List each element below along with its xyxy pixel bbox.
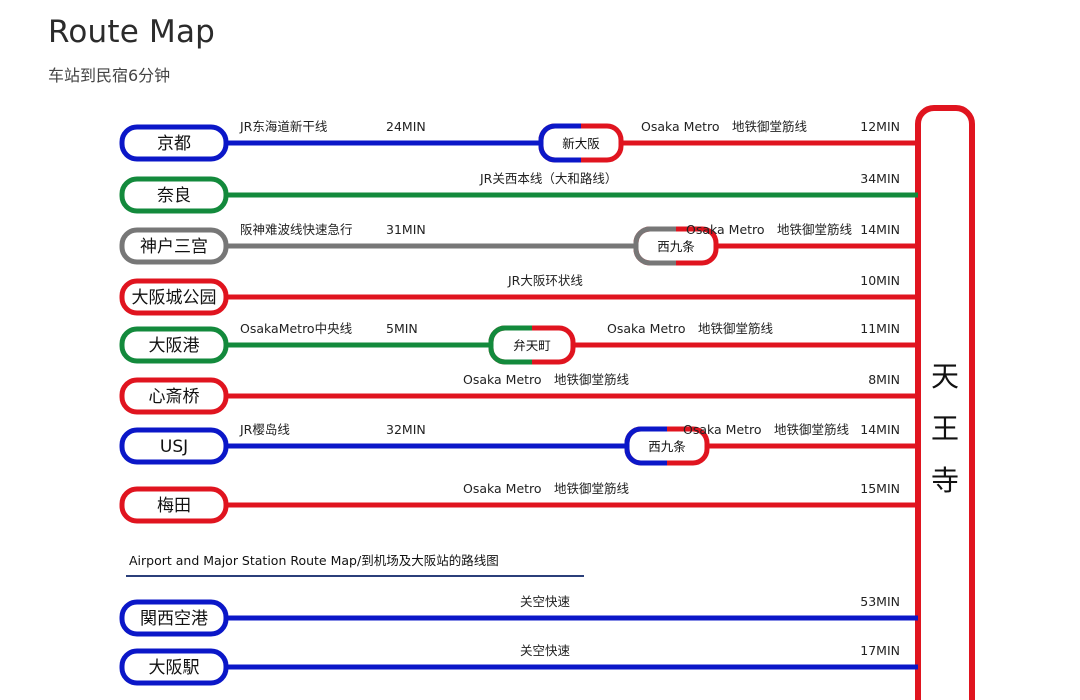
terminal-station-char: 王 xyxy=(931,412,959,445)
page-title: Route Map xyxy=(48,14,216,50)
route-row xyxy=(119,486,918,524)
section-heading: Airport and Major Station Route Map/到机场及… xyxy=(129,553,499,568)
transfer-station-border-left xyxy=(633,226,676,266)
route-row xyxy=(119,278,918,316)
origin-station-pill xyxy=(119,278,229,316)
route-row xyxy=(119,123,918,163)
origin-station-label: 心斎桥 xyxy=(149,387,200,407)
line-name-label: JR东海道新干线 xyxy=(239,119,328,134)
line-name-label: 关空快速 xyxy=(520,594,571,609)
terminal-station-tennoji xyxy=(915,105,975,700)
terminal-pill xyxy=(915,105,975,700)
origin-station-pill xyxy=(119,326,229,364)
travel-time-label: 11MIN xyxy=(860,321,900,336)
travel-time-label: 14MIN xyxy=(860,422,900,437)
line-name-label: JR樱岛线 xyxy=(239,422,290,437)
line-name-label: Osaka Metro 地铁御堂筋线 xyxy=(641,119,808,134)
line-name-label: 阪神难波线快速急行 xyxy=(240,222,353,237)
route-row xyxy=(119,599,918,637)
transfer-station-label: 新大阪 xyxy=(562,136,600,151)
travel-time-label: 5MIN xyxy=(386,321,418,336)
travel-time-label: 15MIN xyxy=(860,481,900,496)
transfer-station-label: 弁天町 xyxy=(513,338,551,353)
line-name-label: JR关西本线（大和路线） xyxy=(479,171,617,186)
terminal-station-char: 寺 xyxy=(931,464,959,497)
travel-time-label: 8MIN xyxy=(868,372,900,387)
route-row xyxy=(119,648,918,686)
origin-station-label: 大阪港 xyxy=(149,336,200,356)
origin-station-pill xyxy=(119,227,229,265)
origin-station-label: 大阪城公园 xyxy=(132,288,217,308)
terminal-station-char: 天 xyxy=(931,360,959,393)
line-name-label: Osaka Metro 地铁御堂筋线 xyxy=(463,372,630,387)
route-row xyxy=(119,176,918,214)
transfer-station-border-left xyxy=(538,123,581,163)
line-name-label: JR大阪环状线 xyxy=(507,273,583,288)
travel-time-label: 53MIN xyxy=(860,594,900,609)
line-name-label: OsakaMetro中央线 xyxy=(240,321,353,336)
transfer-station-label: 西九条 xyxy=(648,439,686,454)
travel-time-label: 17MIN xyxy=(860,643,900,658)
origin-station-pill xyxy=(119,124,229,162)
origin-station-label: 奈良 xyxy=(157,186,191,206)
origin-station-pill xyxy=(119,427,229,465)
origin-station-pill xyxy=(119,486,229,524)
line-name-label: Osaka Metro 地铁御堂筋线 xyxy=(686,222,853,237)
travel-time-label: 12MIN xyxy=(860,119,900,134)
travel-time-label: 24MIN xyxy=(386,119,426,134)
travel-time-label: 31MIN xyxy=(386,222,426,237)
origin-station-label: 梅田 xyxy=(157,496,191,516)
origin-station-pill xyxy=(119,599,229,637)
travel-time-label: 14MIN xyxy=(860,222,900,237)
line-name-label: 关空快速 xyxy=(520,643,571,658)
line-name-label: Osaka Metro 地铁御堂筋线 xyxy=(683,422,850,437)
origin-station-pill xyxy=(119,377,229,415)
route-row xyxy=(119,426,918,466)
route-row xyxy=(119,226,918,266)
origin-station-label: 大阪駅 xyxy=(149,658,200,678)
travel-time-label: 10MIN xyxy=(860,273,900,288)
travel-time-label: 32MIN xyxy=(386,422,426,437)
route-row xyxy=(119,377,918,415)
origin-station-label: 京都 xyxy=(157,134,191,154)
transfer-station-border-left xyxy=(624,426,667,466)
transfer-station-border-left xyxy=(488,325,532,365)
page-subtitle: 车站到民宿6分钟 xyxy=(48,66,171,85)
travel-time-label: 34MIN xyxy=(860,171,900,186)
origin-station-label: USJ xyxy=(160,437,188,457)
line-name-label: Osaka Metro 地铁御堂筋线 xyxy=(463,481,630,496)
line-name-label: Osaka Metro 地铁御堂筋线 xyxy=(607,321,774,336)
origin-station-label: 関西空港 xyxy=(140,609,208,629)
transfer-station-label: 西九条 xyxy=(657,239,695,254)
origin-station-label: 神户三宫 xyxy=(140,237,208,257)
route-row xyxy=(119,325,918,365)
origin-station-pill xyxy=(119,648,229,686)
origin-station-pill xyxy=(119,176,229,214)
